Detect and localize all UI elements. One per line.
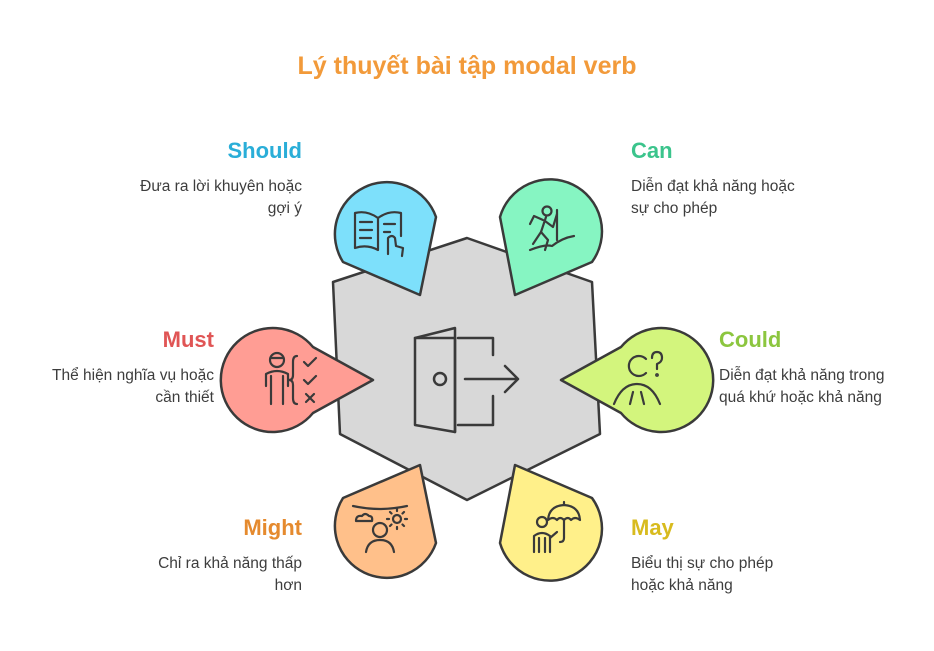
diagram-title: Lý thuyết bài tập modal verb <box>297 52 637 80</box>
might-heading: Might <box>243 515 302 540</box>
should-heading: Should <box>227 138 302 163</box>
weather-person-icon <box>351 504 409 554</box>
person-question-icon <box>612 350 664 406</box>
must-petal <box>219 326 375 434</box>
must-heading: Must <box>162 327 214 352</box>
could-heading: Could <box>719 327 782 352</box>
may-petal <box>498 463 604 582</box>
climber-icon <box>528 205 576 252</box>
might-petal <box>333 463 438 580</box>
can-heading: Can <box>631 138 673 163</box>
should-petal <box>333 180 438 297</box>
reading-book-icon <box>353 211 405 258</box>
could-petal <box>559 326 715 434</box>
can-petal <box>498 178 604 297</box>
center-hexagon <box>331 236 602 502</box>
person-checklist-icon <box>264 351 318 406</box>
exit-door-icon <box>413 326 520 434</box>
person-umbrella-icon <box>532 500 582 554</box>
may-heading: May <box>631 515 674 540</box>
